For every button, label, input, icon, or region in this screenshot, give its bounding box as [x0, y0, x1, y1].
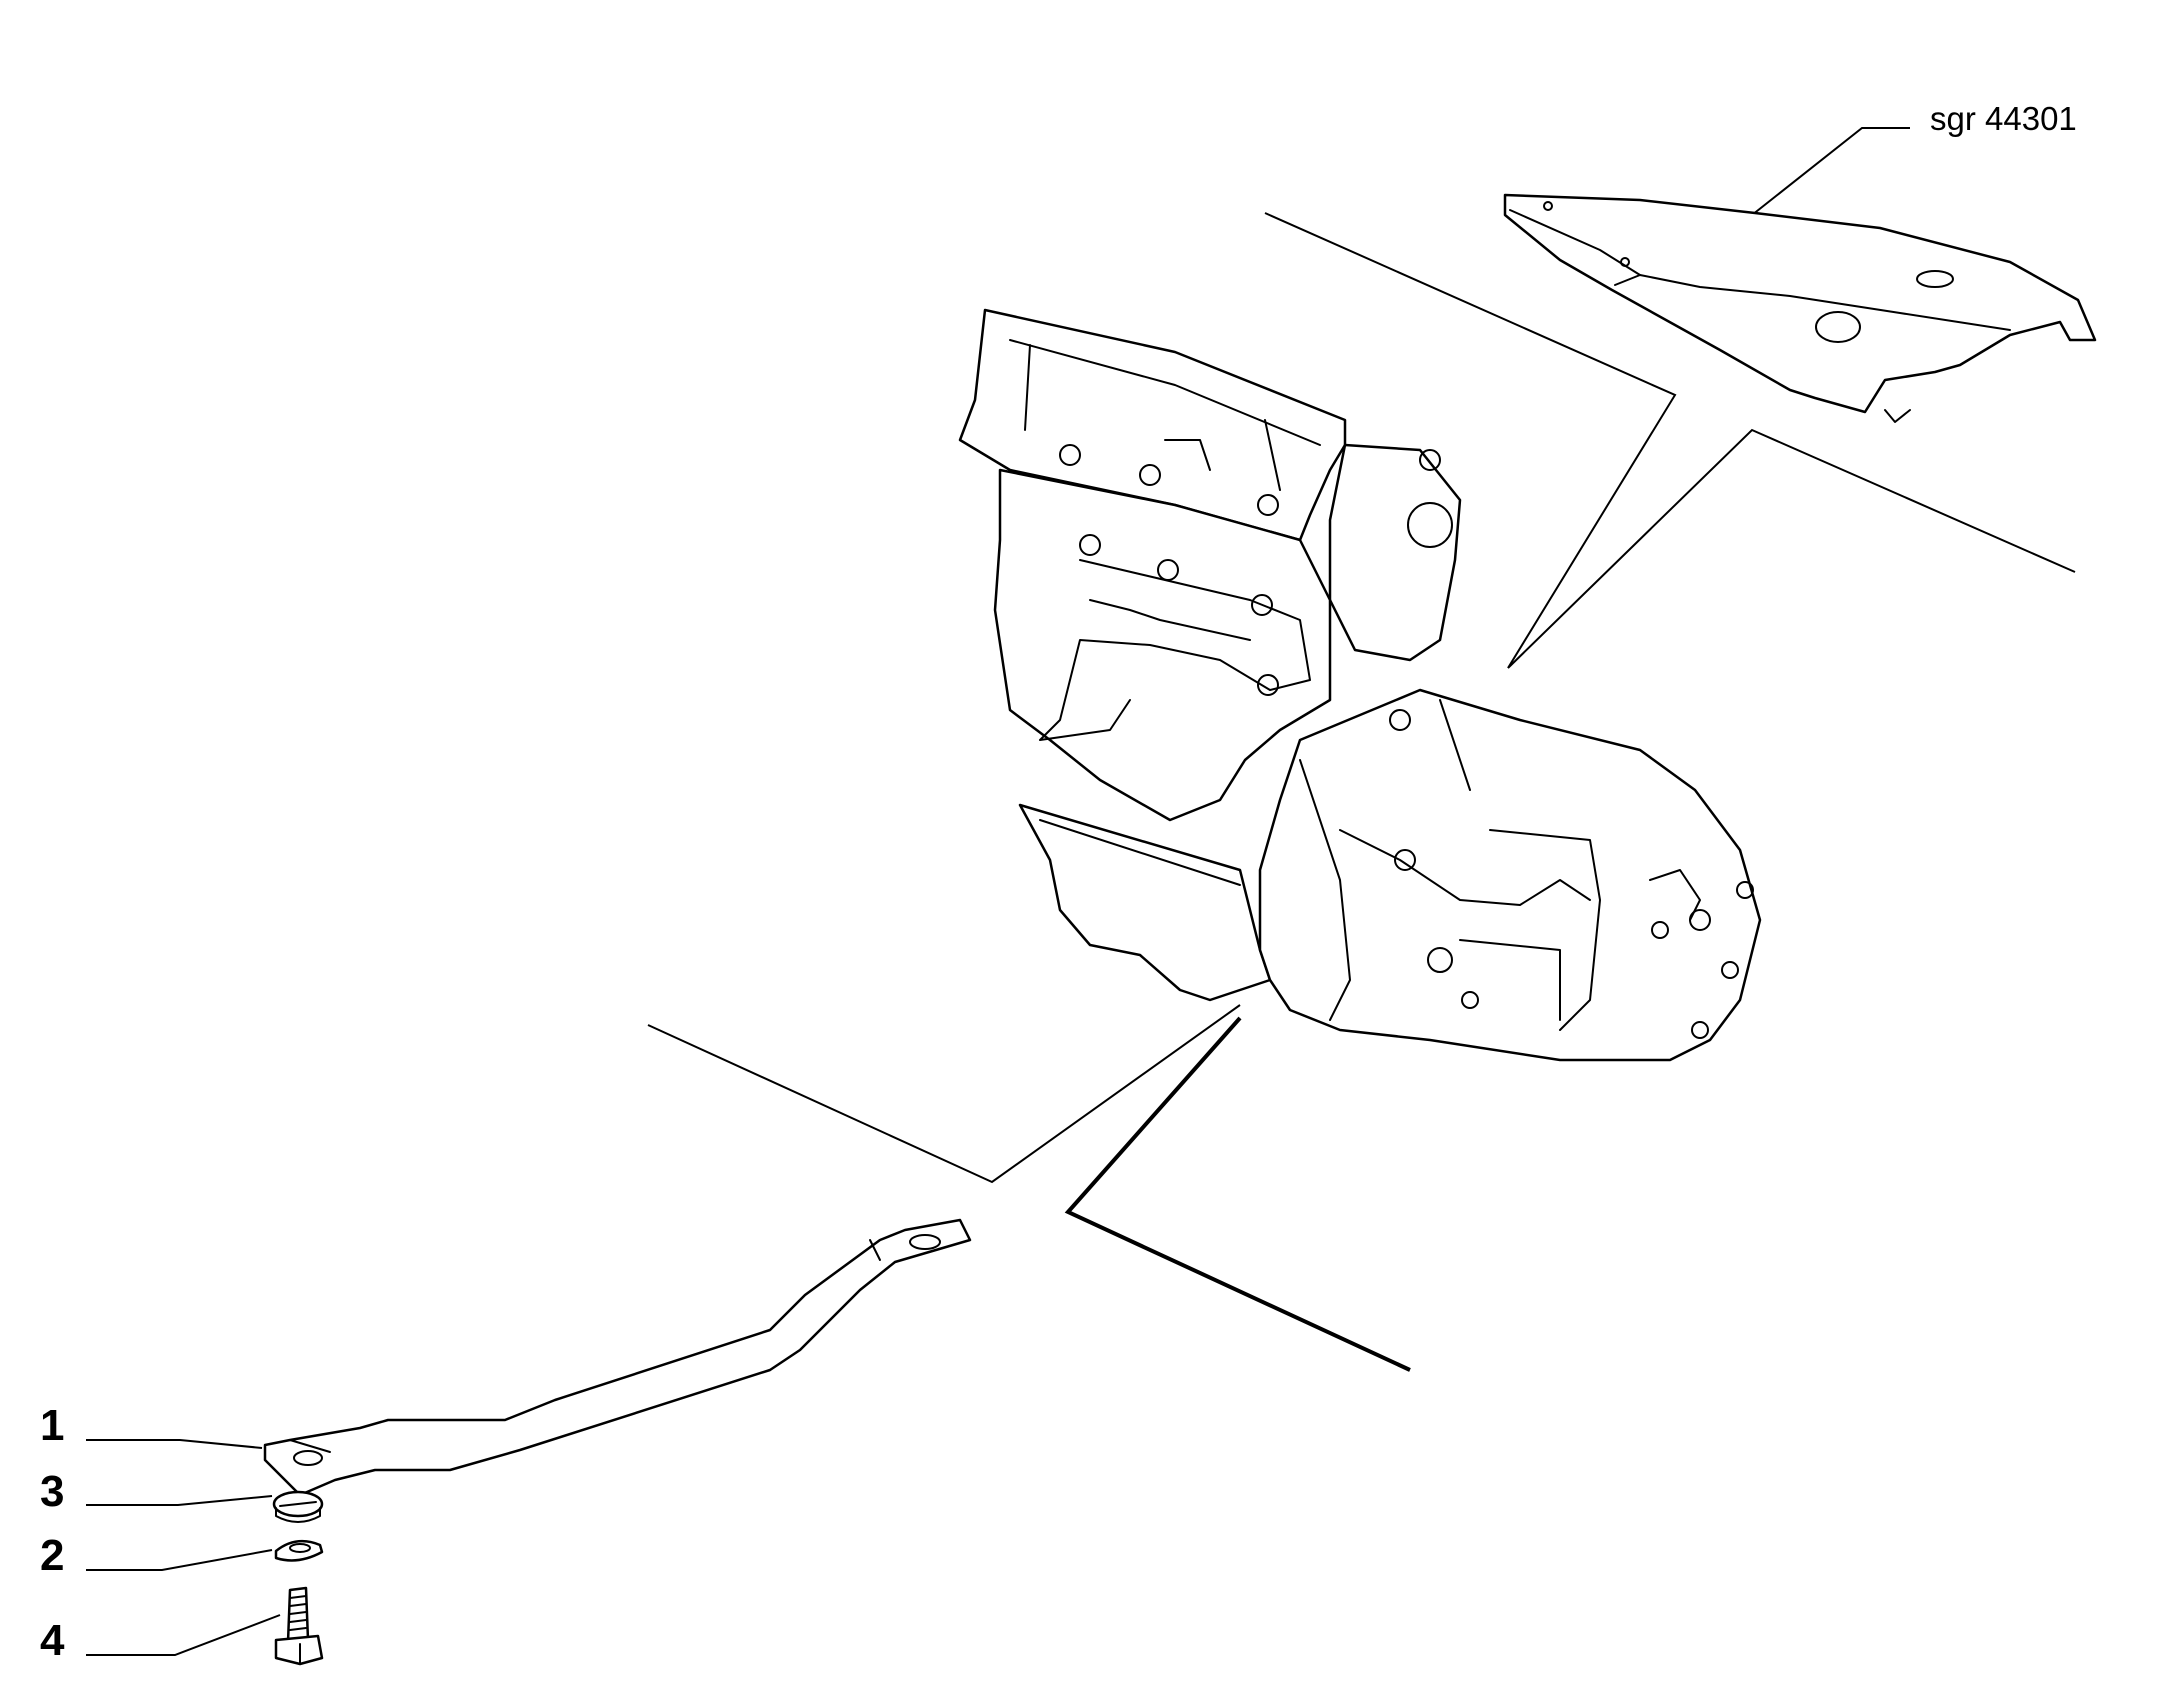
guide-line-bracket-left — [647, 1004, 1241, 1184]
callout-leader-2 — [86, 1549, 273, 1571]
reference-leader-line — [1751, 127, 1910, 216]
guide-line-shield-left — [1264, 212, 1677, 669]
engine-assembly — [958, 308, 1762, 1062]
reference-code: sgr 44301 — [1930, 100, 2077, 137]
callout-label-2: 2 — [40, 1531, 64, 1580]
guide-line-shield-right — [1507, 428, 2076, 669]
callout-leader-3 — [86, 1495, 273, 1506]
callout-label-4: 4 — [40, 1616, 65, 1665]
spring-washer-part — [272, 1490, 324, 1523]
callout-leader-1 — [86, 1439, 263, 1449]
callout-label-3: 3 — [40, 1467, 64, 1516]
callout-label-1: 1 — [40, 1401, 64, 1450]
callout-leader-4 — [86, 1614, 281, 1656]
heat-shield-part — [1503, 193, 2097, 423]
bracket-part — [263, 1218, 972, 1497]
guide-line-bracket-right — [1064, 1016, 1411, 1372]
bolt-part — [274, 1586, 324, 1666]
washer-part — [274, 1539, 324, 1562]
